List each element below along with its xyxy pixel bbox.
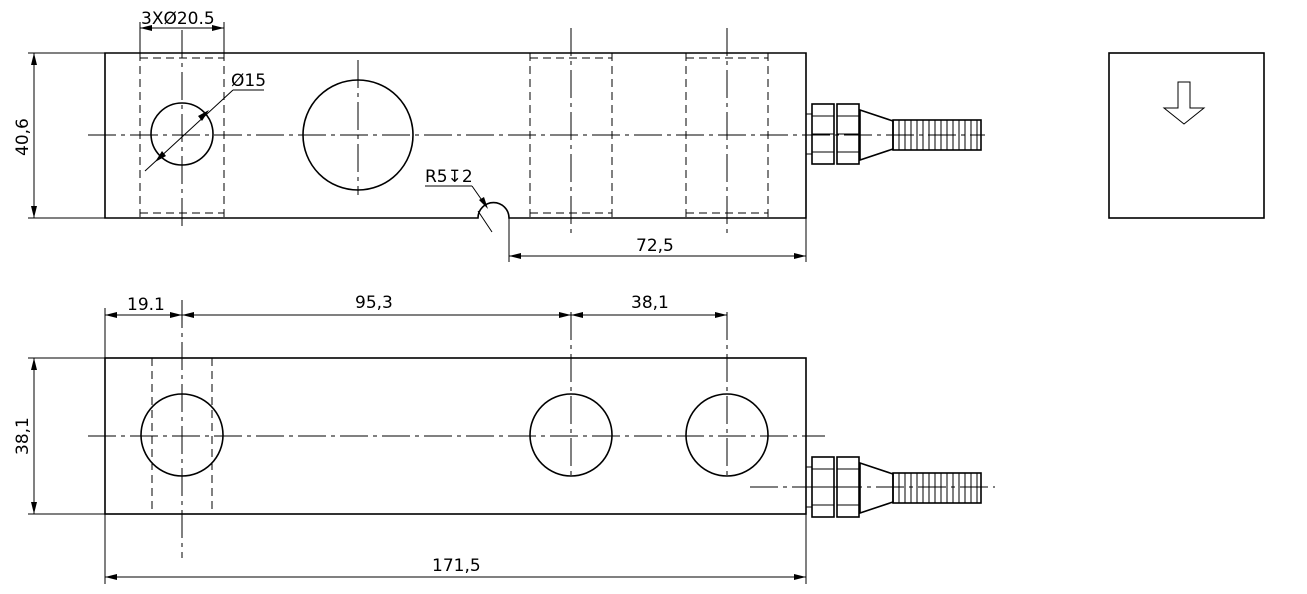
dim-top-width: 38,1 [13,357,105,515]
pitch-first-label: 19.1 [127,295,165,315]
groove-to-end-label: 72,5 [636,236,674,256]
side-view [1108,52,1265,219]
right-hole-circle [685,393,769,477]
dim-overall-length: 171,5 [104,514,807,584]
dim-hole-count: 3XØ20.5 [139,9,225,53]
front-height-label: 40,6 [13,118,33,156]
down-arrow-icon [1162,81,1206,125]
middle-hole-circle [529,393,613,477]
dim-front-height: 40,6 [13,52,105,219]
hole-diameter-label: Ø15 [231,71,266,91]
cable-spring [898,120,978,150]
overall-length-label: 171,5 [432,556,481,576]
cable-gland [805,456,982,518]
front-view-outline [104,52,807,219]
cable-gland [805,103,982,165]
hole-count-label: 3XØ20.5 [141,9,215,29]
side-view-outline [1108,52,1265,219]
groove-label: R5↧2 [425,167,473,187]
pitch-middle-label: 95,3 [355,293,393,313]
pitch-last-label: 38,1 [631,293,669,313]
dim-groove-to-end: 72,5 [508,218,807,262]
top-view: 19.1 95,3 38,1 38,1 171,5 [13,293,995,584]
dim-hole-diameter: Ø15 [144,71,266,172]
dim-pitch-chain: 19.1 95,3 38,1 [104,293,727,358]
dim-groove: R5↧2 [425,167,493,233]
top-width-label: 38,1 [13,417,33,455]
cable-spring [898,473,978,503]
front-view: 3XØ20.5 Ø15 R5↧2 40,6 [13,9,985,262]
small-hole-circle [150,102,214,166]
